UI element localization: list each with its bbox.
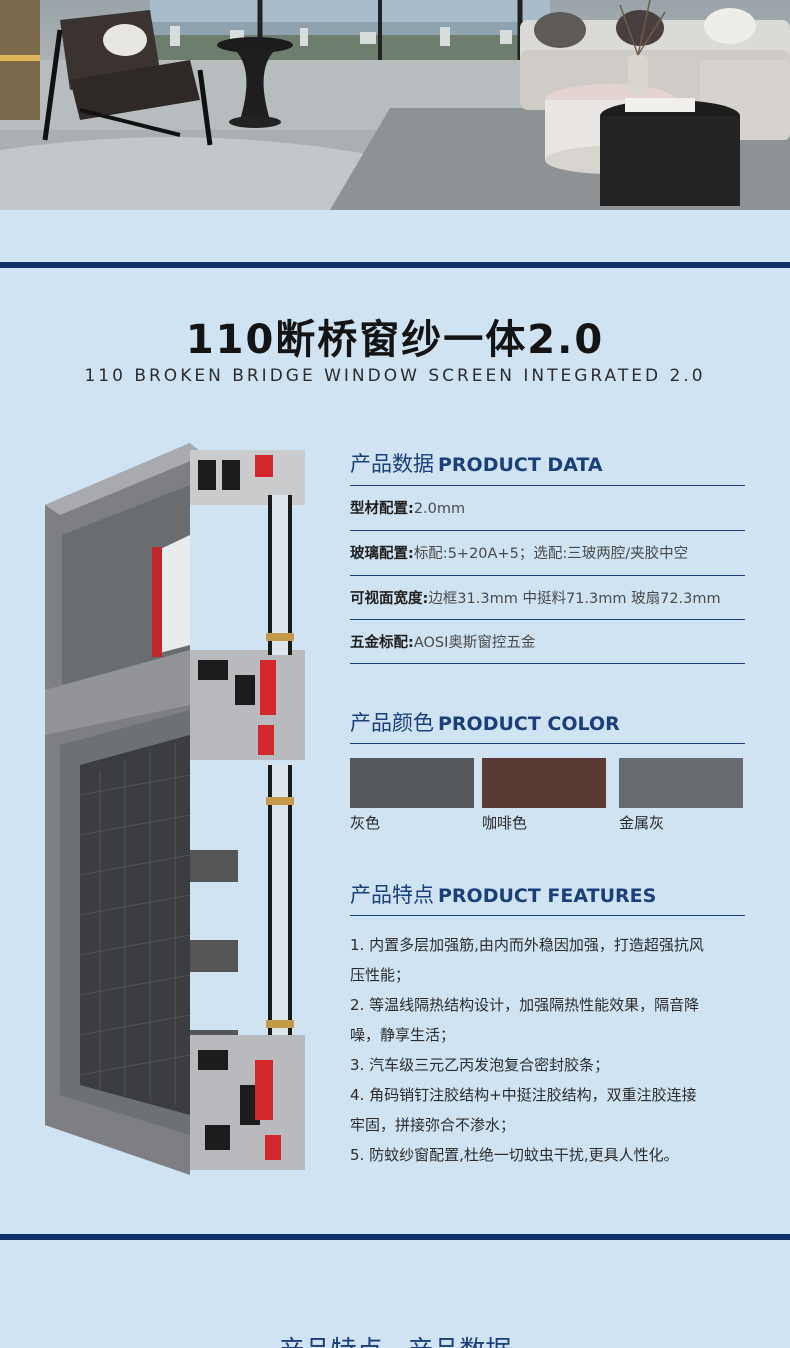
divider <box>350 915 745 916</box>
divider <box>350 485 745 486</box>
feature-line: 2. 等温线隔热结构设计，加强隔热性能效果，隔音降 <box>350 996 700 1014</box>
feature-line: 4. 角码销钉注胶结构+中挺注胶结构，双重注胶连接 <box>350 1086 697 1104</box>
color-swatch-coffee <box>482 758 606 808</box>
spec-label: 型材配置: <box>350 501 414 517</box>
product-color-heading-en: PRODUCT COLOR <box>438 713 620 735</box>
divider <box>350 575 745 576</box>
spec-row-visible-width: 可视面宽度:边框31.3mm 中挺料71.3mm 玻扇72.3mm <box>350 587 750 608</box>
color-swatch-metallic-gray <box>619 758 743 808</box>
divider <box>350 619 745 620</box>
spec-row-profile: 型材配置:2.0mm <box>350 497 750 518</box>
divider <box>350 663 745 664</box>
next-section-heading-partial: 产品特点 · 产品数据 <box>0 1330 790 1348</box>
product-color-heading-cn: 产品颜色 <box>350 711 434 735</box>
feature-line: 压性能； <box>350 966 411 984</box>
feature-line: 牢固，拼接弥合不渗水； <box>350 1116 516 1134</box>
divider <box>350 530 745 531</box>
product-features-heading-cn: 产品特点 <box>350 883 434 907</box>
hero-interior-photo <box>0 0 790 210</box>
spec-label: 玻璃配置: <box>350 546 414 562</box>
color-label-metallic-gray: 金属灰 <box>619 814 665 832</box>
spec-value: 标配:5+20A+5；选配:三玻两腔/夹胶中空 <box>413 546 689 562</box>
section-band-bottom <box>0 1234 790 1240</box>
section-band-top <box>0 262 790 268</box>
divider <box>350 743 745 744</box>
window-profile-illustration <box>45 443 305 1175</box>
color-label-coffee: 咖啡色 <box>482 814 528 832</box>
product-features-heading-en: PRODUCT FEATURES <box>438 885 657 907</box>
spec-row-glass: 玻璃配置:标配:5+20A+5；选配:三玻两腔/夹胶中空 <box>350 542 750 563</box>
spec-value: AOSI奥斯窗控五金 <box>413 635 536 651</box>
product-data-heading-en: PRODUCT DATA <box>438 454 603 476</box>
spec-value: 边框31.3mm 中挺料71.3mm 玻扇72.3mm <box>428 591 721 607</box>
product-data-heading-cn: 产品数据 <box>350 452 434 476</box>
spec-label: 可视面宽度: <box>350 591 429 607</box>
feature-line: 噪，静享生活； <box>350 1026 456 1044</box>
color-label-gray: 灰色 <box>350 814 381 832</box>
color-swatch-gray <box>350 758 474 808</box>
feature-line: 1. 内置多层加强筋,由内而外稳因加强，打造超强抗风 <box>350 936 704 954</box>
feature-line: 3. 汽车级三元乙丙发泡复合密封胶条； <box>350 1056 610 1074</box>
features-list: 1. 内置多层加强筋,由内而外稳因加强，打造超强抗风 压性能； 2. 等温线隔热… <box>350 930 750 1170</box>
page-title: 110断桥窗纱一体2.0 <box>185 317 605 363</box>
spec-label: 五金标配: <box>350 635 414 651</box>
spec-value: 2.0mm <box>413 501 466 517</box>
spec-row-hardware: 五金标配:AOSI奥斯窗控五金 <box>350 631 750 652</box>
page-subtitle: 110 BROKEN BRIDGE WINDOW SCREEN INTEGRAT… <box>84 366 706 386</box>
feature-line: 5. 防蚊纱窗配置,杜绝一切蚊虫干扰,更具人性化。 <box>350 1146 679 1164</box>
